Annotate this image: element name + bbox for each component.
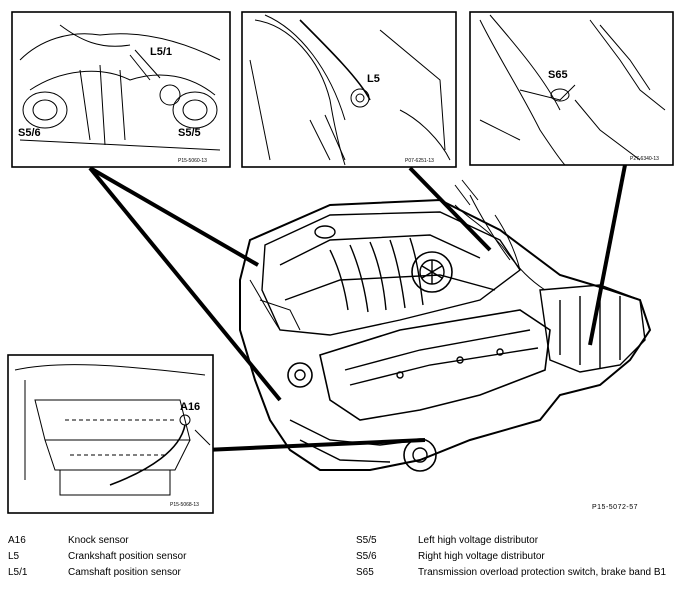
legend-right: S5/5 Left high voltage distributor S5/6 … (356, 533, 683, 581)
legend-code: L5/1 (8, 567, 28, 578)
legend-desc: Knock sensor (68, 535, 129, 546)
legend-desc: Right high voltage distributor (418, 551, 545, 562)
legend-desc: Transmission overload protection switch,… (418, 567, 667, 578)
inset-label-s5-6: S5/6 (18, 127, 41, 139)
legend-row: S65 Transmission overload protection swi… (356, 565, 683, 581)
legend-desc: Camshaft position sensor (68, 567, 181, 578)
inset-top-left: L5/1 S5/6 S5/5 P15-5060-13 (11, 11, 231, 168)
inset-ref-code: P15-5060-13 (178, 158, 207, 164)
legend-desc: Left high voltage distributor (418, 535, 539, 546)
legend-code: L5 (8, 551, 20, 562)
main-ref-code: P15-5072-57 (592, 504, 638, 511)
callout-lines (88, 164, 627, 452)
inset-ref-code: P27-6340-13 (630, 156, 659, 162)
legend-row: S5/5 Left high voltage distributor (356, 533, 683, 549)
legend-code: S5/5 (356, 535, 377, 546)
legend-row: L5/1 Camshaft position sensor (8, 565, 186, 581)
engine-diagram: L5/1 S5/6 S5/5 P15-5060-13 L5 P07-6251-1… (7, 11, 674, 514)
inset-top-center: L5 P07-6251-13 (241, 11, 457, 168)
engine-illustration (239, 179, 652, 472)
inset-label-l5-1: L5/1 (150, 46, 172, 58)
legend-left: A16 Knock sensor L5 Crankshaft position … (8, 533, 186, 581)
inset-top-right: S65 P27-6340-13 (469, 11, 674, 166)
legend-code: A16 (8, 535, 26, 546)
inset-label-s5-5: S5/5 (178, 127, 201, 139)
legend-code: S5/6 (356, 551, 377, 562)
legend-desc: Crankshaft position sensor (68, 551, 187, 562)
inset-label-s65: S65 (548, 69, 568, 81)
inset-label-l5: L5 (367, 73, 380, 85)
inset-ref-code: P15-5068-13 (170, 502, 199, 508)
inset-bottom-left: A16 P15-5068-13 (7, 354, 214, 514)
legend-code: S65 (356, 567, 374, 578)
inset-label-a16: A16 (180, 401, 200, 413)
inset-ref-code: P07-6251-13 (405, 158, 434, 164)
legend-row: A16 Knock sensor (8, 533, 186, 549)
legend-row: S5/6 Right high voltage distributor (356, 549, 683, 565)
legend-row: L5 Crankshaft position sensor (8, 549, 186, 565)
